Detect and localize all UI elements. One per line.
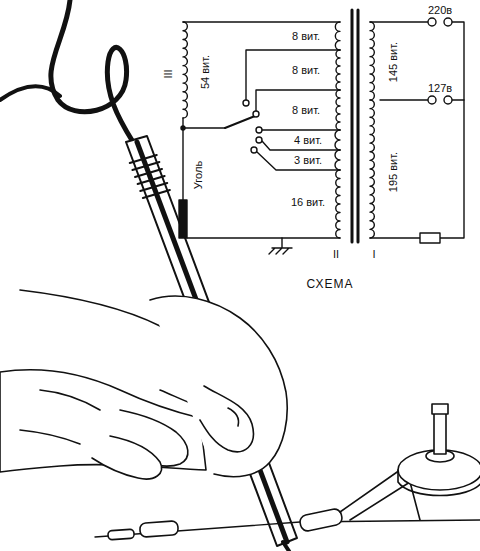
core (357, 10, 360, 242)
wire-wrap (132, 162, 159, 170)
coil-winding (336, 90, 340, 130)
coil-winding (335, 150, 340, 170)
turns-label: 4 вит. (293, 134, 323, 146)
turns-label: 3 вит. (293, 154, 323, 166)
wire (370, 22, 464, 238)
carbon-electrode (179, 200, 187, 238)
winding-number: I (371, 248, 376, 260)
winding-number: III (162, 68, 174, 79)
switch-arm (225, 116, 255, 128)
wire (183, 127, 225, 128)
turns-label: 16 вит. (290, 196, 326, 208)
wire-wrap (130, 155, 157, 163)
hand (0, 290, 287, 479)
wire-wrap (140, 183, 167, 191)
wire (187, 237, 340, 238)
coil-winding (335, 130, 340, 150)
wire-wrap (135, 169, 162, 177)
coil-winding (335, 22, 340, 50)
turns-label: 8 вит. (291, 64, 321, 76)
core (351, 10, 354, 242)
turns-label: 145 вит. (387, 41, 399, 83)
coil-winding (370, 22, 374, 100)
schematic-caption: СХЕМА (306, 278, 355, 290)
wire-wrap (138, 176, 165, 184)
coil-winding (336, 50, 340, 90)
part-name: Уголь (192, 160, 204, 190)
fuse (420, 233, 440, 243)
turns-label: 8 вит. (291, 30, 321, 42)
wire-wrap (143, 190, 170, 198)
winding-number: II (332, 248, 340, 260)
ground (269, 238, 292, 254)
voltage-label: 127в (427, 82, 453, 94)
turns-label: 54 вит. (199, 54, 211, 90)
turns-label: 195 вит. (387, 151, 399, 193)
coil-winding (336, 170, 340, 238)
switch-contacts (243, 100, 262, 153)
workpiece-parts (95, 404, 480, 540)
coil-winding (370, 100, 374, 238)
coil-winding (183, 22, 187, 118)
wire (183, 21, 340, 22)
schematic (179, 10, 464, 254)
cable (0, 0, 133, 142)
turns-label: 8 вит. (291, 104, 321, 116)
voltage-label: 220в (427, 4, 453, 16)
